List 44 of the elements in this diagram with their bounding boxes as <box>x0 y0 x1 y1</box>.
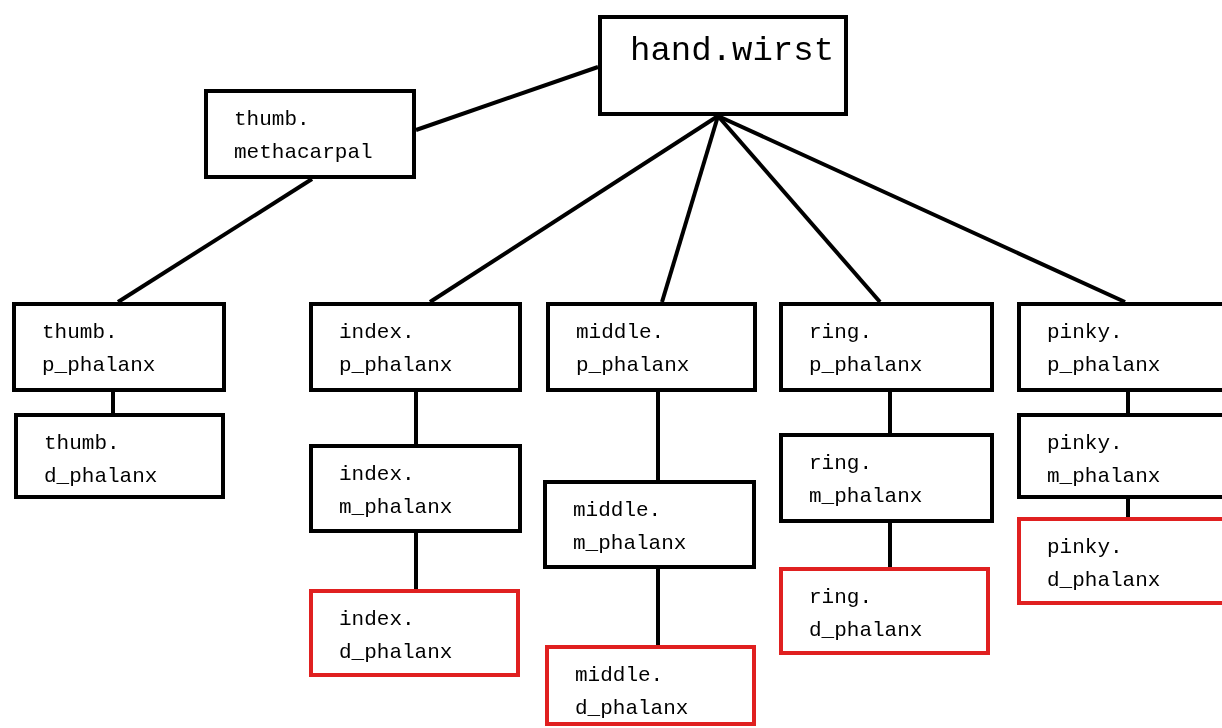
connector-line <box>656 392 660 480</box>
node-box <box>14 413 225 499</box>
connector-line <box>1126 392 1130 413</box>
node-box <box>779 302 994 392</box>
connector-line <box>888 392 892 433</box>
node-label: pinky. p_phalanx <box>1047 320 1161 379</box>
node-label: middle. d_phalanx <box>575 663 689 722</box>
node-label: pinky. d_phalanx <box>1047 535 1161 594</box>
node-box <box>598 15 848 116</box>
connector-line <box>116 177 314 304</box>
connector-line <box>111 392 115 413</box>
node-label: hand.wirst <box>630 31 836 71</box>
node-box <box>543 480 756 569</box>
connector-line <box>660 115 720 303</box>
highlighted-box <box>309 589 520 677</box>
connector-line <box>1126 499 1130 517</box>
node-box <box>546 302 757 392</box>
node-label: middle. m_phalanx <box>573 498 687 557</box>
node-box <box>204 89 416 179</box>
node-label: ring. p_phalanx <box>809 320 923 379</box>
node-label: thumb. p_phalanx <box>42 320 156 379</box>
connector-line <box>414 392 418 444</box>
node-box <box>779 433 994 523</box>
node-box <box>309 302 522 392</box>
node-box <box>12 302 226 392</box>
connector-line <box>888 523 892 567</box>
node-label: thumb. methacarpal <box>234 107 373 166</box>
highlighted-box <box>779 567 990 655</box>
node-label: index. m_phalanx <box>339 462 453 521</box>
node-label: middle. p_phalanx <box>576 320 690 379</box>
node-label: index. p_phalanx <box>339 320 453 379</box>
node-label: pinky. m_phalanx <box>1047 431 1161 490</box>
node-label: ring. m_phalanx <box>809 451 923 510</box>
node-label: thumb. d_phalanx <box>44 431 158 490</box>
connector-line <box>415 65 599 132</box>
node-box <box>1017 413 1222 499</box>
connector-line <box>414 533 418 589</box>
node-label: index. d_phalanx <box>339 607 453 666</box>
highlighted-box <box>1017 517 1222 605</box>
node-box <box>1017 302 1222 392</box>
highlighted-box <box>545 645 756 726</box>
node-label: ring. d_phalanx <box>809 585 923 644</box>
node-box <box>309 444 522 533</box>
connector-line <box>656 569 660 645</box>
